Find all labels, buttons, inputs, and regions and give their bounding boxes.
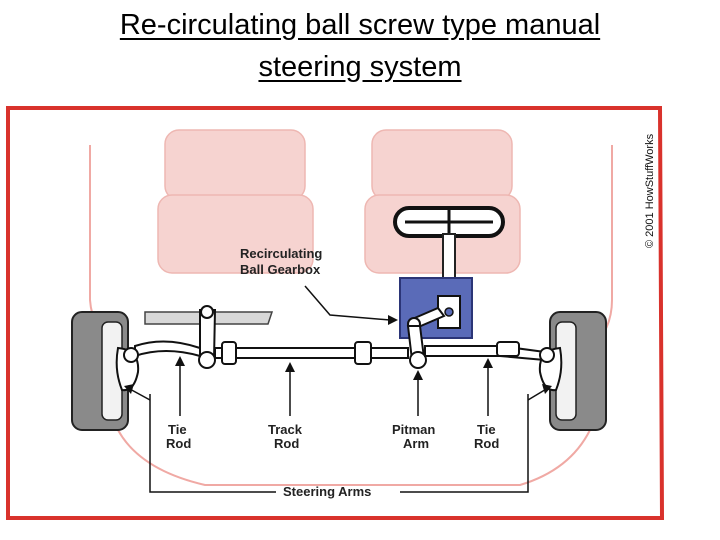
tie-rod-left-label-2: Rod: [166, 436, 191, 451]
left-steering-arm: [115, 346, 140, 392]
tie-rod-right-label-2: Rod: [474, 436, 499, 451]
track-rod-arrow: [285, 362, 295, 416]
steering-wheel: [393, 206, 505, 238]
track-rod-label-1: Track: [268, 422, 303, 437]
track-rod-label-2: Rod: [274, 436, 299, 451]
tie-rod-right-label-1: Tie: [477, 422, 496, 437]
gearbox-pointer: [304, 285, 391, 321]
title-line-1: Re-circulating ball screw type manual: [119, 9, 601, 41]
left-seat: [157, 129, 314, 274]
title-line-2: steering system: [258, 51, 462, 83]
pitman-arm-label-1: Pitman: [392, 422, 435, 437]
pitman-arm-label-2: Arm: [403, 436, 429, 451]
tie-rod-right-arrow: [483, 358, 493, 416]
left-tie-rod: [134, 340, 201, 358]
idler-arm: [198, 305, 217, 369]
steering-arms-label: Steering Arms: [283, 484, 371, 499]
car-outline-frame: [6, 106, 665, 520]
left-wheel: [71, 311, 129, 431]
pitman-arm-arrow: [413, 370, 423, 416]
pitman-arm: [406, 325, 427, 369]
copyright-notice: © 2001 HowStuffWorks: [644, 133, 656, 248]
tie-rod-left-label-1: Tie: [168, 422, 187, 437]
slide-title: Re-circulating ball screw type manual st…: [0, 4, 720, 88]
steering-diagram: Recirculating Ball Gearbox Tie Rod Track…: [6, 106, 665, 520]
gearbox-label-line2: Ball Gearbox: [240, 262, 321, 277]
right-steering-arm: [538, 346, 563, 392]
tie-rod-left-arrow: [175, 356, 185, 416]
right-tie-rod: [424, 341, 546, 362]
gearbox-label-line1: Recirculating: [240, 246, 322, 261]
track-rod: [214, 341, 409, 365]
steering-arms-bracket: [124, 384, 552, 493]
